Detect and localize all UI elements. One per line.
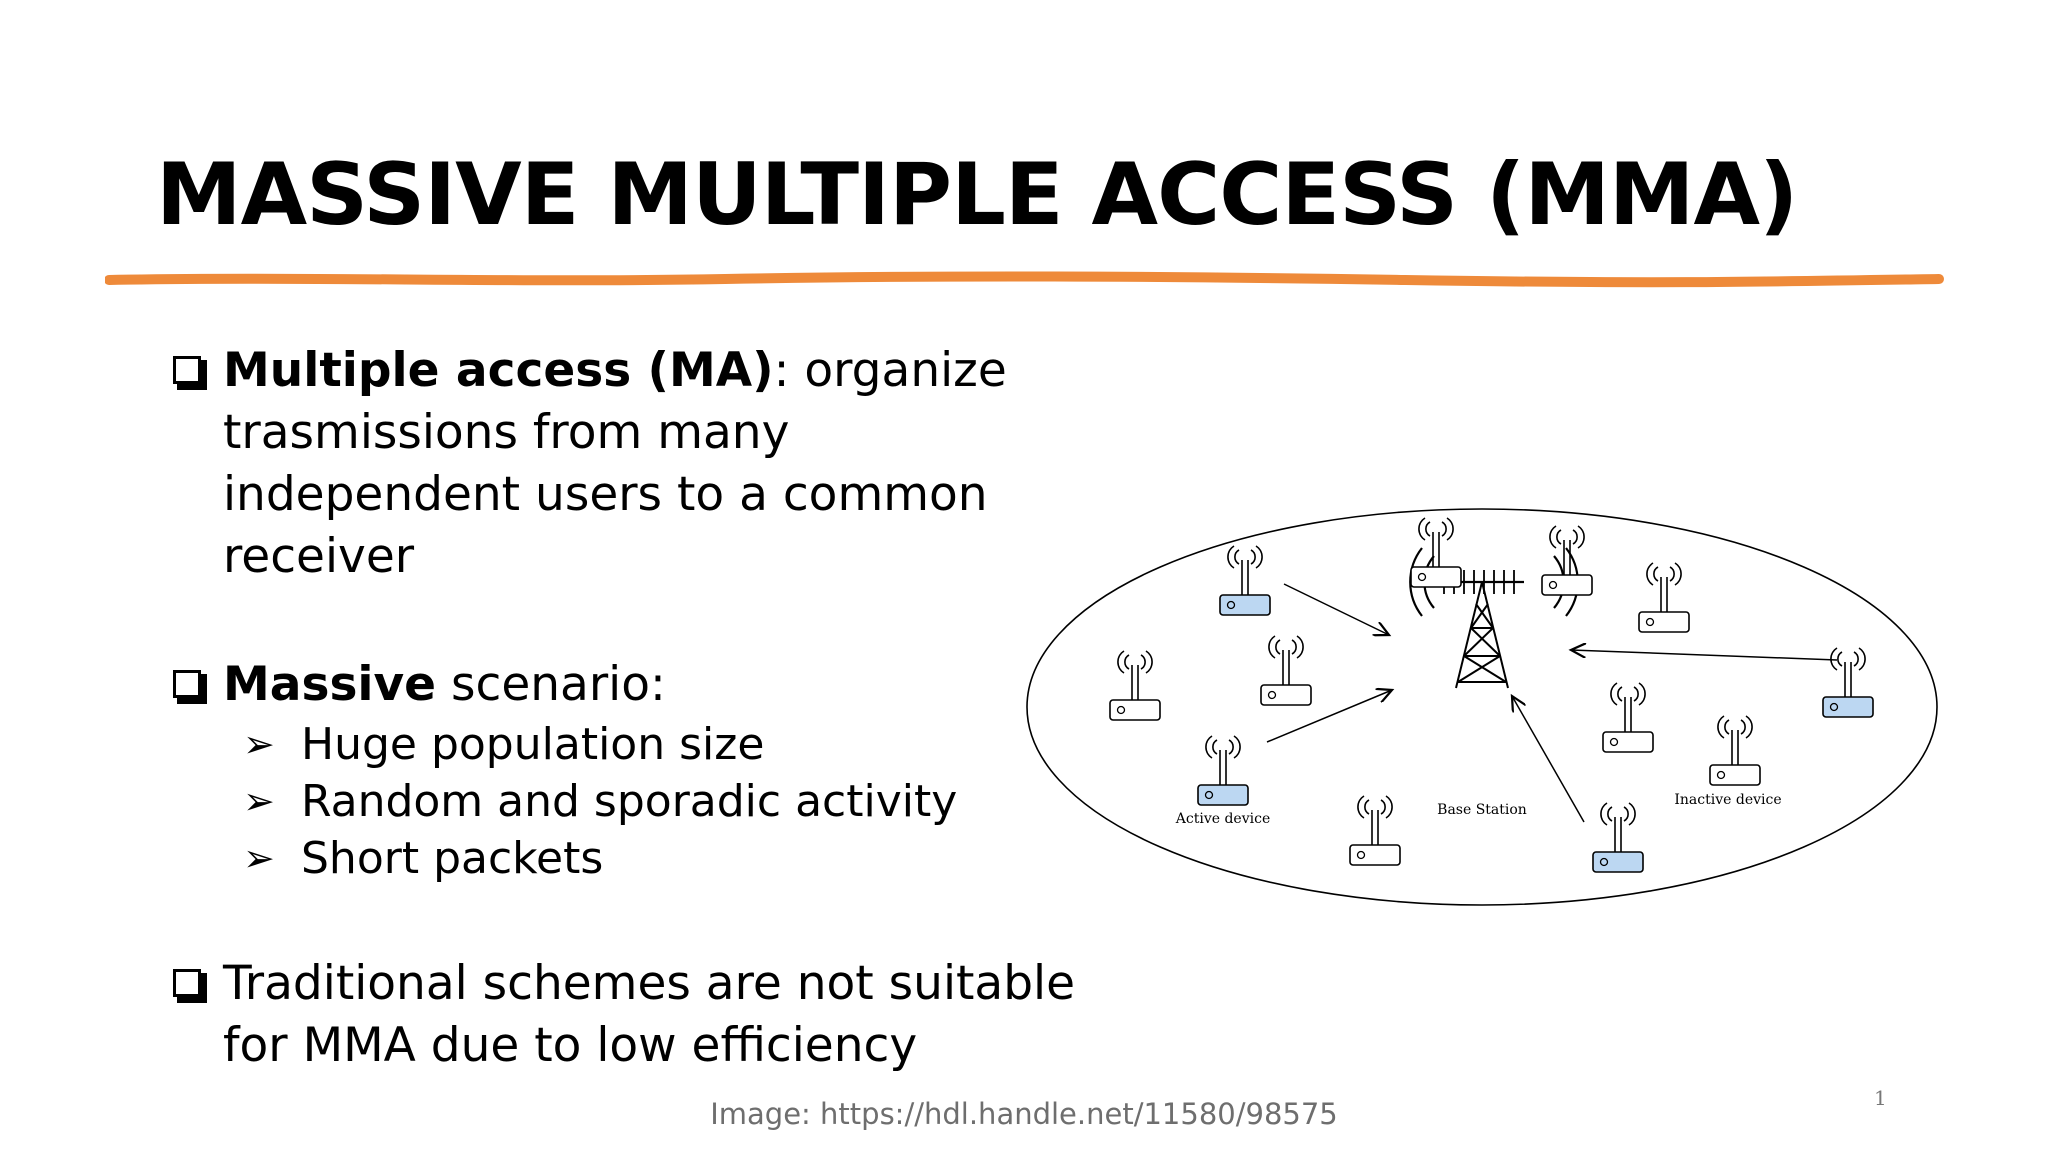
inactive-device-icon xyxy=(1109,650,1161,721)
inactive-device-icon xyxy=(1260,635,1312,706)
arrow-bullet-icon: ➢ xyxy=(243,779,275,823)
coverage-ellipse xyxy=(1026,508,1938,906)
sub-bullet-text: Random and sporadic activity xyxy=(301,776,958,827)
inactive-device-icon xyxy=(1638,562,1690,633)
slide-title: MASSIVE MULTIPLE ACCESS (MMA) xyxy=(156,145,1798,245)
sub-bullet-list: ➢ Huge population size ➢ Random and sporad… xyxy=(165,716,1085,887)
active-device-icon xyxy=(1592,802,1644,873)
sub-bullet-text: Huge population size xyxy=(301,719,765,770)
arrow-bullet-icon: ➢ xyxy=(243,722,275,766)
inactive-device-icon xyxy=(1602,682,1654,753)
arrow-bullet-icon: ➢ xyxy=(243,836,275,880)
inactive-device-icon xyxy=(1410,517,1462,588)
active-device-label: Active device xyxy=(1175,811,1270,827)
bullet-bold-text: Multiple access (MA) xyxy=(223,343,774,398)
bullet-multiple-access: Multiple access (MA): organize trasmissi… xyxy=(165,340,1085,588)
bullet-text: : organize trasmissions from many indepe… xyxy=(223,343,1007,584)
active-device-icon xyxy=(1219,545,1271,616)
inactive-device-icon xyxy=(1541,525,1593,596)
inactive-device-label: Inactive device xyxy=(1674,792,1781,808)
checkbox-bullet-icon xyxy=(173,356,207,390)
bullet-massive-scenario: Massive scenario: xyxy=(165,654,1085,716)
transmission-arrows xyxy=(1266,583,1838,823)
checkbox-bullet-icon xyxy=(173,670,207,704)
bullet-text: scenario: xyxy=(436,657,666,712)
bullet-bold-text: Massive xyxy=(223,657,437,712)
inactive-device-icon xyxy=(1349,795,1401,866)
active-device-icon xyxy=(1822,647,1874,718)
page-number: 1 xyxy=(1874,1086,1887,1110)
base-station-label: Base Station xyxy=(1437,802,1527,818)
sub-bullet-item: ➢ Random and sporadic activity xyxy=(243,773,1085,830)
mma-network-diagram: Base Station Active device Inactive devi… xyxy=(1026,508,1938,906)
inactive-device-icon xyxy=(1709,715,1761,786)
active-device-icon xyxy=(1197,735,1249,806)
bullet-list: Multiple access (MA): organize trasmissi… xyxy=(165,340,1085,1077)
bullet-text: Traditional schemes are not suitable for… xyxy=(223,956,1076,1073)
checkbox-bullet-icon xyxy=(173,969,207,1003)
image-source-caption: Image: https://hdl.handle.net/11580/9857… xyxy=(710,1097,1338,1131)
title-underline xyxy=(105,271,1944,288)
sub-bullet-item: ➢ Short packets xyxy=(243,830,1085,887)
bullet-traditional-schemes: Traditional schemes are not suitable for… xyxy=(165,953,1085,1077)
sub-bullet-text: Short packets xyxy=(301,833,604,884)
sub-bullet-item: ➢ Huge population size xyxy=(243,716,1085,773)
